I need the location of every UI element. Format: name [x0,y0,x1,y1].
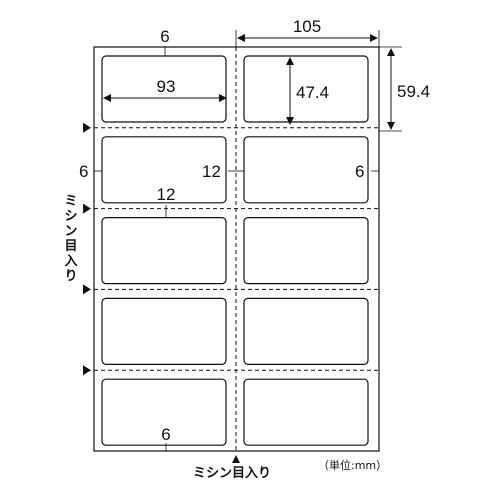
label-card-r3-c1 [101,217,227,285]
gutter-label: 12 [202,162,221,181]
row-gap-label: 12 [157,185,176,204]
perforation-marker-1 [83,122,91,133]
label-card-r2-c1 [101,136,227,204]
label-card-r5-c1 [101,378,227,446]
right-margin-label: 6 [355,162,364,181]
label-card-r2-c2 [243,136,369,204]
perforation-marker-2 [83,203,91,214]
label-card-r5-c2 [243,378,369,446]
label-cards [101,55,369,446]
perforation-marker-4 [83,365,91,376]
perforation-caption-bottom: ミシン目入り [193,466,271,481]
perforation-marker-3 [83,284,91,295]
column-width-label: 105 [293,17,321,36]
perforation-markers-left [83,122,91,376]
horizontal-perforations [94,127,379,371]
row-height-label: 59.4 [397,82,430,101]
label-card-r3-c2 [243,217,369,285]
label-card-r4-c2 [243,297,369,365]
unit-label: （単位:mm） [318,458,387,472]
label-card-r1-c1 [101,55,227,123]
bottom-margin-label: 6 [161,425,170,444]
top-margin-label: 6 [160,27,169,46]
perforation-marker-bottom [232,455,240,463]
label-card-r4-c1 [101,297,227,365]
label-width-label: 93 [157,77,176,96]
perforation-caption-left: ミシン目入り [64,194,77,284]
left-margin-label: 6 [79,162,88,181]
label-height-label: 47.4 [296,83,329,102]
label-card-r1-c2 [243,55,369,123]
